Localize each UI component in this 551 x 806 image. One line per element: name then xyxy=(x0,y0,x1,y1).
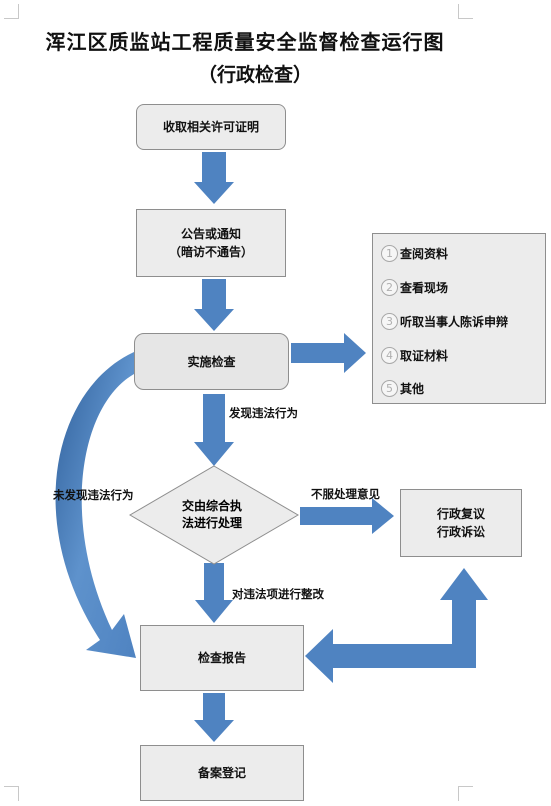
page-subtitle: （行政检查） xyxy=(197,64,312,86)
item-label: 查阅资料 xyxy=(400,246,449,261)
item-number-badge: 2 xyxy=(381,278,398,296)
item-label: 查看现场 xyxy=(400,280,449,295)
corner-mark-top-right xyxy=(458,4,473,19)
arrow-report-to-record xyxy=(194,693,234,742)
node-decision: 交由综合执 法进行处理 xyxy=(150,498,274,532)
item-label: 其他 xyxy=(400,381,425,396)
arrow-notice-to-inspect xyxy=(194,279,234,331)
arrow-decision-to-report xyxy=(195,563,233,623)
inspection-items-panel: 1 查阅资料 2 查看现场 3 听取当事人陈诉申辩 4 取证材料 5 其他 xyxy=(372,233,546,404)
node-review: 行政复议 行政诉讼 xyxy=(400,489,522,557)
arrow-inspect-to-items xyxy=(291,333,366,373)
inspection-item: 1 查阅资料 xyxy=(381,242,448,264)
arrow-review-to-report xyxy=(305,568,488,683)
page-title: 浑江区质监站工程质量安全监督检查运行图 xyxy=(45,30,445,54)
inspection-item: 4 取证材料 xyxy=(381,344,448,366)
node-license-label: 收取相关许可证明 xyxy=(162,120,259,134)
node-report: 检查报告 xyxy=(140,625,304,691)
node-decision-line2: 法进行处理 xyxy=(181,516,242,530)
arrow-decision-to-review xyxy=(300,498,394,534)
label-rectify: 对违法项进行整改 xyxy=(232,587,324,601)
decision-diamond xyxy=(129,465,299,565)
arrow-license-to-notice xyxy=(194,152,234,204)
inspection-item: 2 查看现场 xyxy=(381,276,448,298)
corner-mark-bottom-right xyxy=(458,786,473,801)
corner-mark-top-left xyxy=(4,4,19,19)
item-number-badge: 1 xyxy=(381,244,398,262)
node-notice-line1: 公告或通知 xyxy=(180,227,241,241)
item-number-badge: 5 xyxy=(381,379,398,397)
inspection-item: 5 其他 xyxy=(381,377,424,399)
node-decision-line1: 交由综合执 xyxy=(181,499,242,513)
label-objection: 不服处理意见 xyxy=(311,487,380,501)
item-number-badge: 4 xyxy=(381,346,398,364)
node-review-line2: 行政诉讼 xyxy=(436,525,485,539)
arrow-inspect-to-decision xyxy=(194,394,234,466)
node-report-label: 检查报告 xyxy=(197,651,246,665)
node-notice: 公告或通知 （暗访不通告） xyxy=(136,209,286,277)
node-inspect-label: 实施检查 xyxy=(187,354,236,369)
node-inspect: 实施检查 xyxy=(134,333,289,390)
item-label: 取证材料 xyxy=(400,348,449,363)
node-notice-line2: （暗访不通告） xyxy=(168,245,253,259)
node-review-line1: 行政复议 xyxy=(436,507,485,521)
inspection-item: 3 听取当事人陈诉申辩 xyxy=(381,310,508,332)
label-found-violation: 发现违法行为 xyxy=(229,406,298,420)
node-record-label: 备案登记 xyxy=(197,766,246,780)
arrow-no-violation-curve xyxy=(55,352,136,658)
node-license: 收取相关许可证明 xyxy=(136,104,286,150)
node-record: 备案登记 xyxy=(140,745,304,801)
item-number-badge: 3 xyxy=(381,312,398,330)
corner-mark-bottom-left xyxy=(4,786,19,801)
label-no-violation: 未发现违法行为 xyxy=(53,488,134,502)
item-label: 听取当事人陈诉申辩 xyxy=(400,314,509,329)
